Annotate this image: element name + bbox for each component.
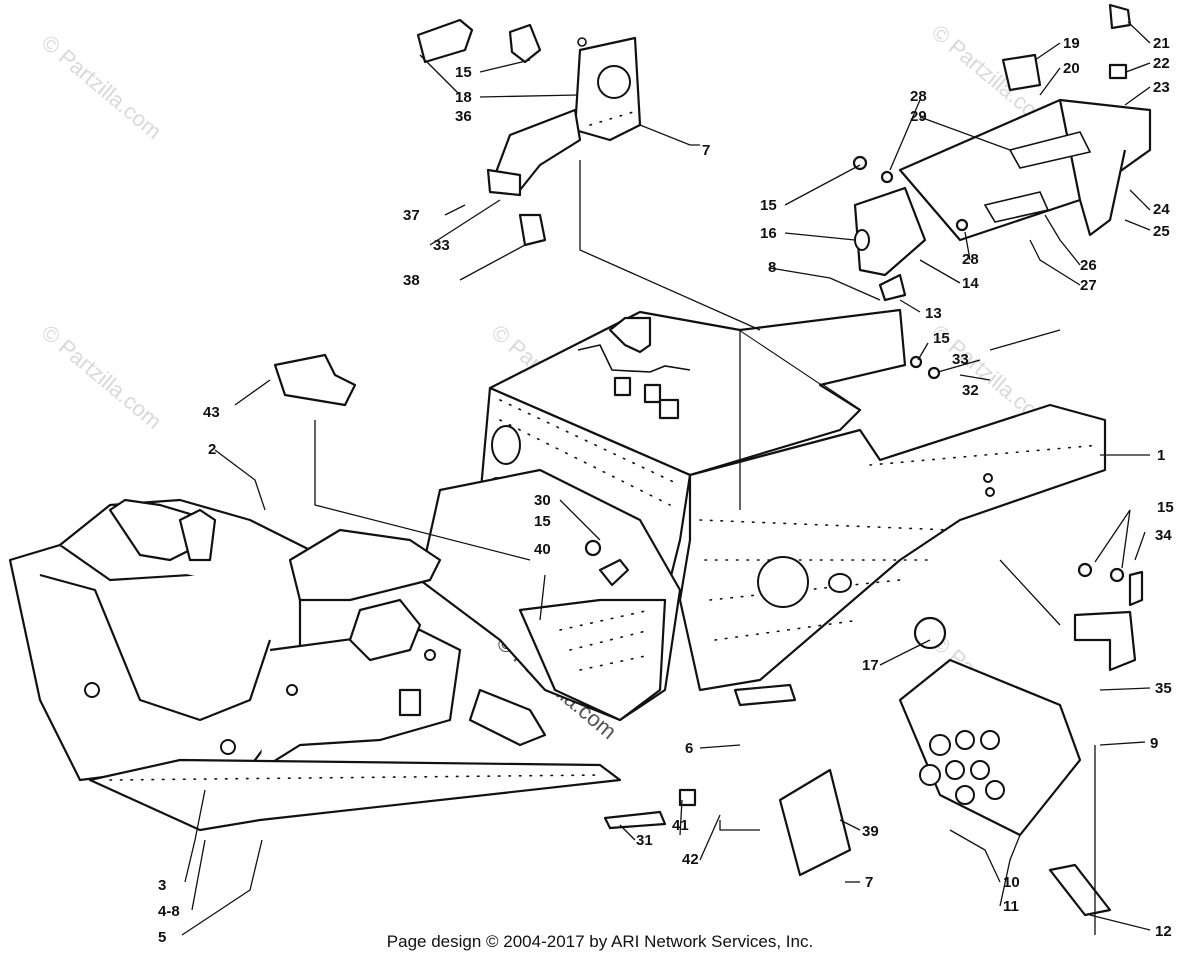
- callout-18[interactable]: 18: [455, 89, 472, 106]
- callout-41[interactable]: 41: [672, 817, 689, 834]
- callout-43[interactable]: 43: [203, 404, 220, 421]
- callout-23[interactable]: 23: [1153, 79, 1170, 96]
- leader-lines: [181, 21, 1151, 936]
- callout-31[interactable]: 31: [636, 832, 653, 849]
- callout-35[interactable]: 35: [1155, 680, 1172, 697]
- belt-guard: [273, 353, 1144, 917]
- callout-39[interactable]: 39: [862, 823, 879, 840]
- callout-16[interactable]: 16: [760, 225, 777, 242]
- callout-11[interactable]: 11: [1003, 898, 1019, 915]
- callouts: 1 2 3 4-8 5 6 7 7 8 9 10 11 12 13 14 15 …: [158, 35, 1174, 946]
- callout-38[interactable]: 38: [403, 272, 420, 289]
- callout-8[interactable]: 8: [768, 259, 776, 276]
- callout-1[interactable]: 1: [1157, 447, 1165, 464]
- callout-33[interactable]: 33: [433, 237, 450, 254]
- callout-36[interactable]: 36: [455, 108, 472, 125]
- callout-22[interactable]: 22: [1153, 55, 1170, 72]
- callout-25[interactable]: 25: [1153, 223, 1170, 240]
- dash-tray-assembly: [852, 3, 1152, 380]
- watermark-text: © Partzilla.com: [37, 320, 167, 434]
- callout-27[interactable]: 27: [1080, 277, 1097, 294]
- callout-4-8[interactable]: 4-8: [158, 903, 180, 920]
- callout-34[interactable]: 34: [1155, 527, 1172, 544]
- callout-17[interactable]: 17: [862, 657, 879, 674]
- callout-21[interactable]: 21: [1153, 35, 1170, 52]
- callout-30[interactable]: 30: [534, 492, 551, 509]
- callout-15[interactable]: 15: [933, 330, 950, 347]
- callout-3[interactable]: 3: [158, 877, 166, 894]
- callout-6[interactable]: 6: [685, 740, 693, 757]
- callout-20[interactable]: 20: [1063, 60, 1080, 77]
- callout-32[interactable]: 32: [962, 382, 979, 399]
- front-frame: [8, 498, 622, 832]
- steering-bracket-assembly: [416, 18, 642, 247]
- callout-12[interactable]: 12: [1155, 923, 1172, 940]
- callout-28[interactable]: 28: [962, 251, 979, 268]
- callout-15[interactable]: 15: [760, 197, 777, 214]
- callout-10[interactable]: 10: [1003, 874, 1020, 891]
- callout-29[interactable]: 29: [910, 108, 927, 125]
- callout-15[interactable]: 15: [534, 513, 551, 530]
- footer-credit: Page design © 2004-2017 by ARI Network S…: [386, 932, 814, 951]
- callout-42[interactable]: 42: [682, 851, 699, 868]
- callout-19[interactable]: 19: [1063, 35, 1080, 52]
- callout-14[interactable]: 14: [962, 275, 979, 292]
- callout-7[interactable]: 7: [702, 142, 710, 159]
- callout-5[interactable]: 5: [158, 929, 166, 946]
- callout-37[interactable]: 37: [403, 207, 420, 224]
- callout-26[interactable]: 26: [1080, 257, 1097, 274]
- callout-15[interactable]: 15: [1157, 499, 1174, 516]
- tunnel-chassis: [418, 308, 1107, 722]
- callout-15[interactable]: 15: [455, 64, 472, 81]
- callout-40[interactable]: 40: [534, 541, 551, 558]
- callout-24[interactable]: 24: [1153, 201, 1170, 218]
- watermark-text: © Partzilla.com: [37, 30, 167, 144]
- callout-7[interactable]: 7: [865, 874, 873, 891]
- callout-9[interactable]: 9: [1150, 735, 1158, 752]
- callout-33[interactable]: 33: [952, 351, 969, 368]
- callout-2[interactable]: 2: [208, 441, 216, 458]
- callout-13[interactable]: 13: [925, 305, 942, 322]
- callout-28[interactable]: 28: [910, 88, 927, 105]
